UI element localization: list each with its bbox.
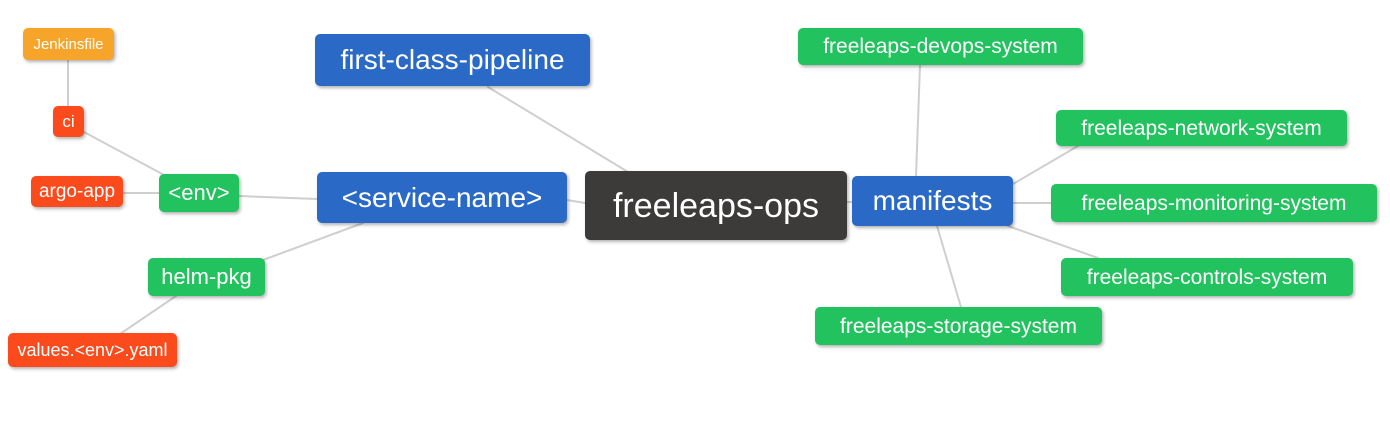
- edge-service-name-to-freeleaps-ops: [566, 199, 586, 204]
- edge-manifests-to-freeleaps-controls-system: [1007, 225, 1099, 259]
- mindmap-node-freeleaps-monitoring-system[interactable]: freeleaps-monitoring-system: [1051, 184, 1377, 222]
- edge-env-to-service-name: [238, 195, 318, 200]
- mindmap-node-first-class-pipeline[interactable]: first-class-pipeline: [315, 34, 590, 86]
- mindmap-node-ci[interactable]: ci: [53, 106, 84, 137]
- mindmap-node-freeleaps-storage-system[interactable]: freeleaps-storage-system: [815, 307, 1102, 345]
- edge-ci-to-env: [83, 131, 167, 177]
- mindmap-node-env[interactable]: <env>: [159, 174, 239, 212]
- edge-values-env-yaml-to-helm-pkg: [119, 295, 177, 335]
- edge-manifests-to-freeleaps-network-system: [1012, 145, 1079, 185]
- edge-first-class-pipeline-to-freeleaps-ops: [487, 86, 629, 173]
- mindmap-node-argo-app[interactable]: argo-app: [31, 176, 123, 207]
- mindmap-node-freeleaps-network-system[interactable]: freeleaps-network-system: [1056, 110, 1347, 146]
- mindmap-node-values-env-yaml[interactable]: values.<env>.yaml: [8, 333, 177, 367]
- mindmap-node-manifests[interactable]: manifests: [852, 176, 1013, 226]
- mindmap-node-helm-pkg[interactable]: helm-pkg: [148, 258, 265, 296]
- mindmap-node-jenkinsfile[interactable]: Jenkinsfile: [23, 28, 114, 60]
- mindmap-node-freeleaps-ops[interactable]: freeleaps-ops: [585, 171, 847, 240]
- edge-manifests-to-freeleaps-storage-system: [936, 225, 962, 308]
- edge-helm-pkg-to-service-name: [262, 222, 364, 261]
- edge-manifests-to-freeleaps-devops-system: [915, 64, 921, 177]
- mindmap-node-freeleaps-controls-system[interactable]: freeleaps-controls-system: [1061, 258, 1353, 296]
- mindmap-node-freeleaps-devops-system[interactable]: freeleaps-devops-system: [798, 28, 1083, 65]
- mindmap-node-service-name[interactable]: <service-name>: [317, 172, 567, 223]
